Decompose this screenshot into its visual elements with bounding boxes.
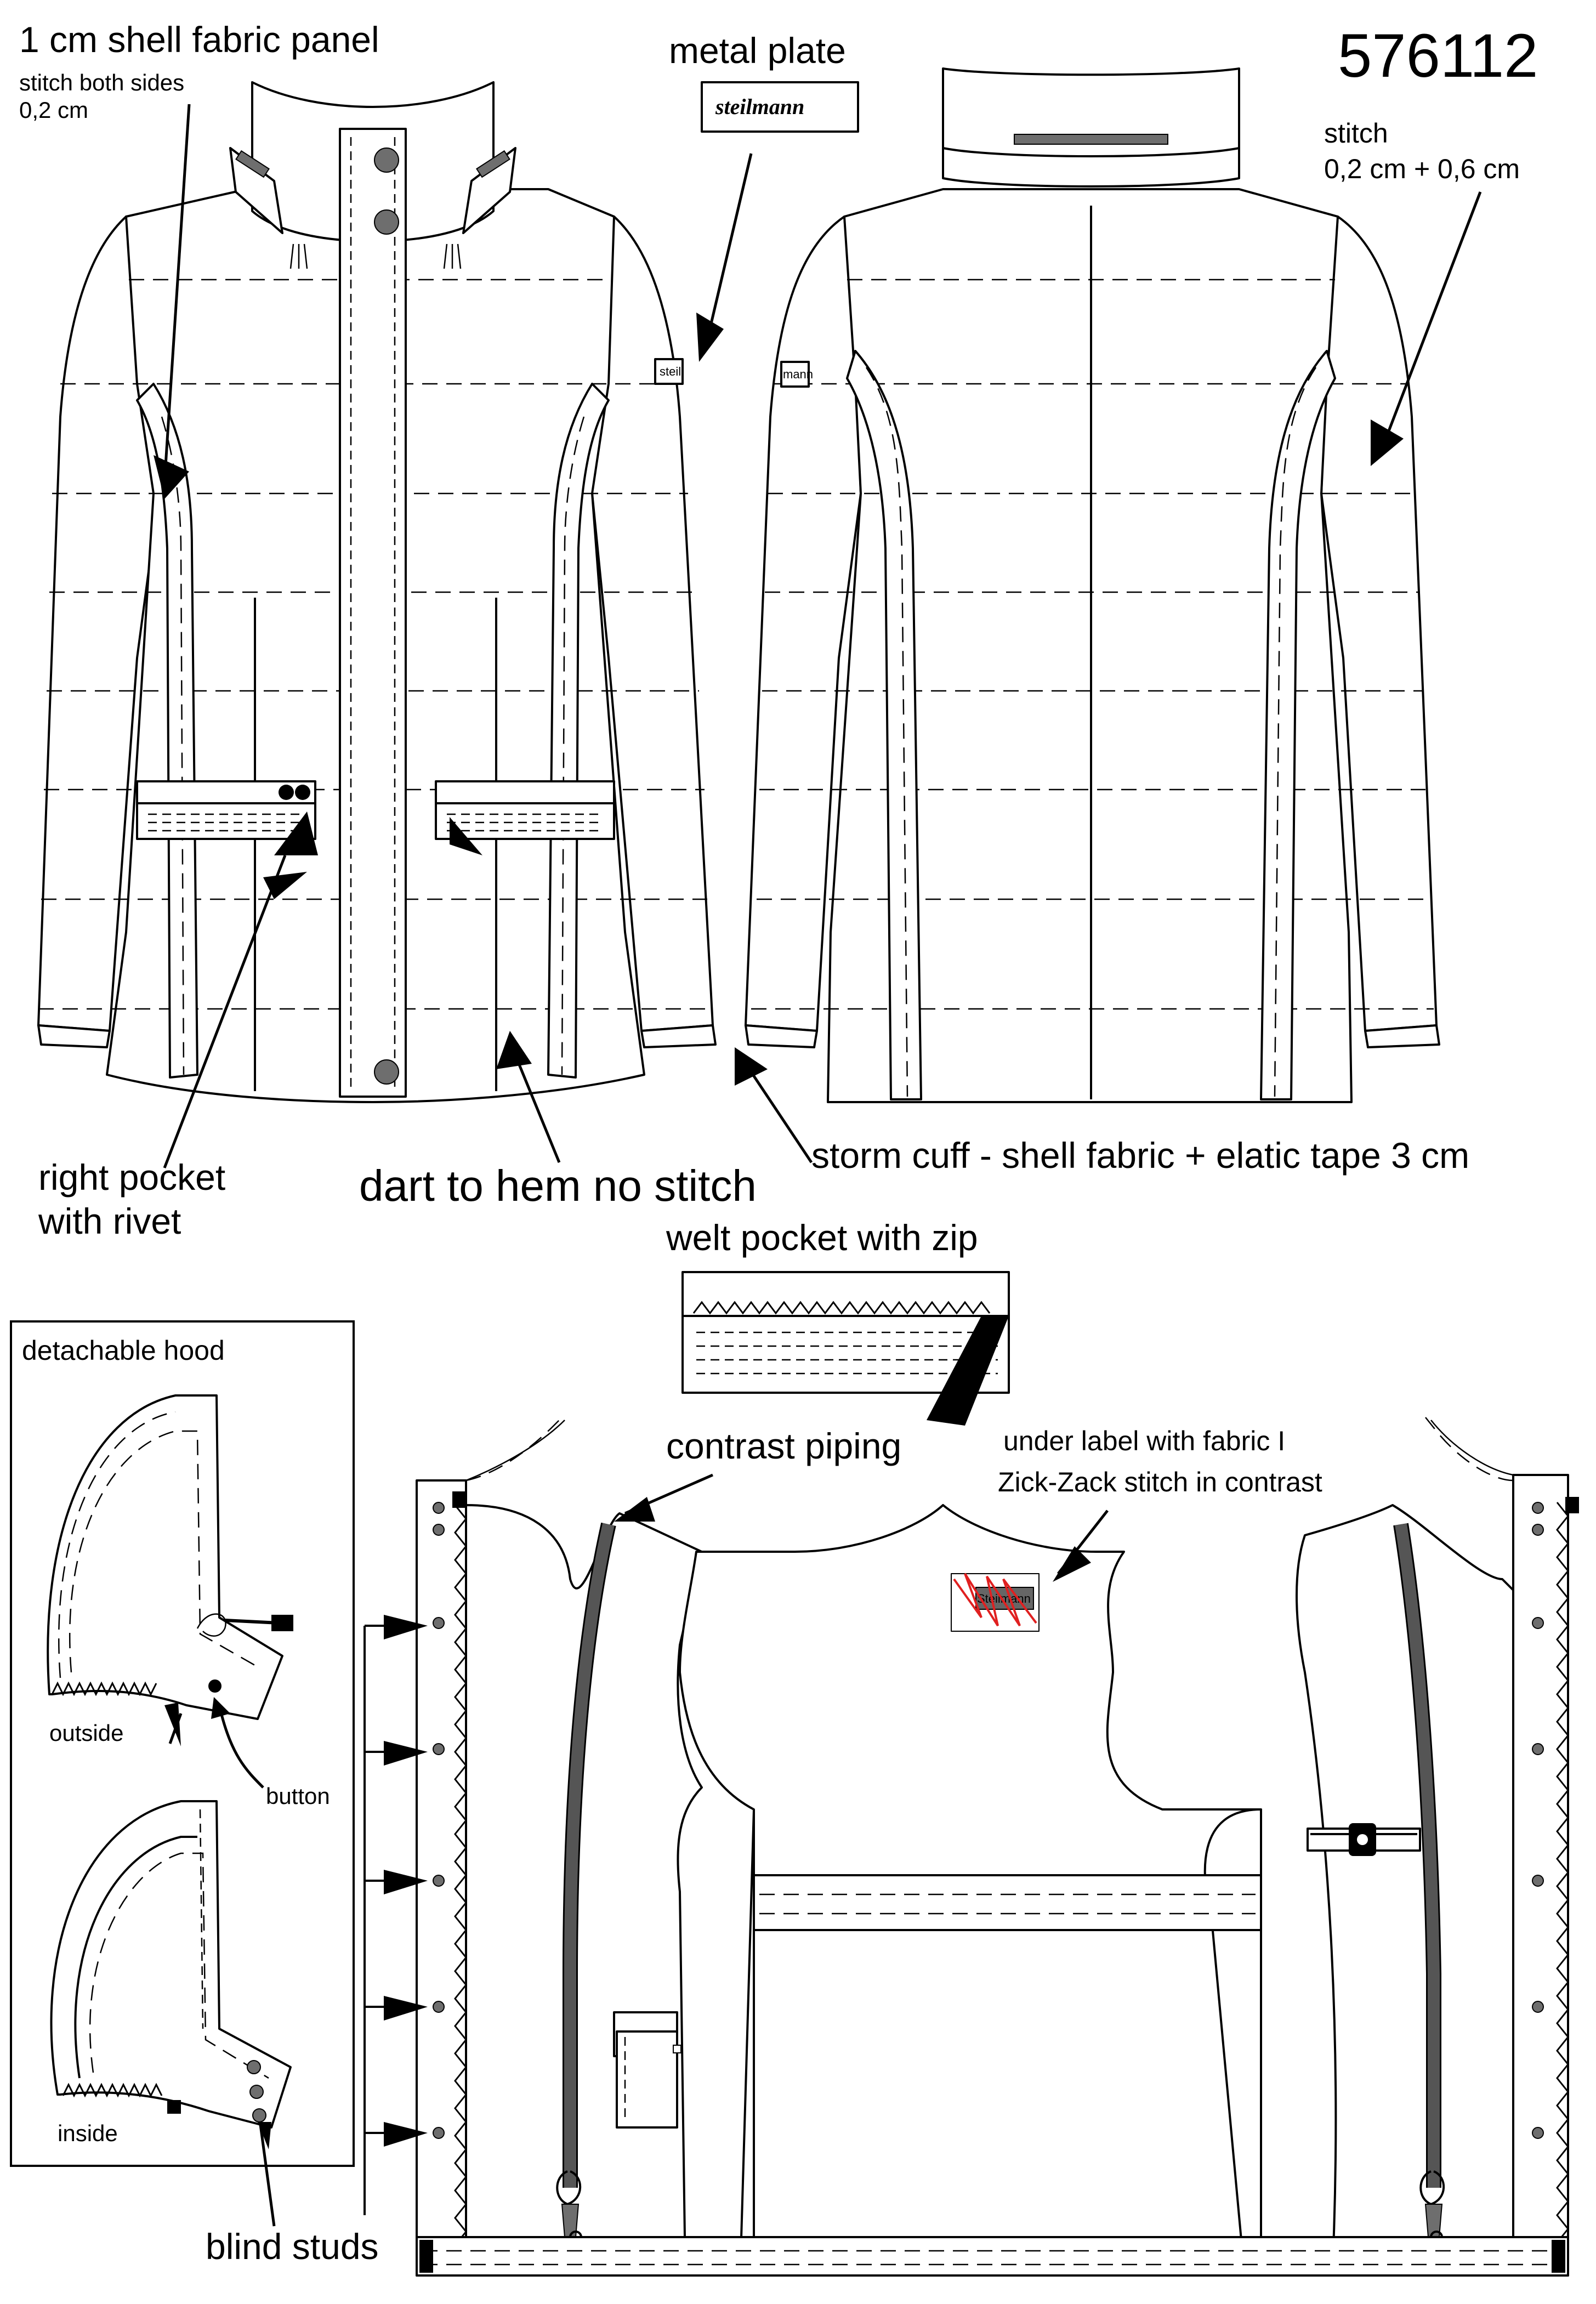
front-view: steil <box>37 81 717 1103</box>
label-dart: dart to hem no stitch <box>359 1161 757 1210</box>
back-sleeve-tab-text: mann <box>783 367 813 381</box>
metal-plate-text: steilmann <box>715 94 804 119</box>
hood-inside <box>50 1800 292 2129</box>
inside-back-band <box>753 1874 1262 1931</box>
annotation-arrows <box>154 104 1482 1168</box>
zickzack-stitch <box>953 1573 1037 1627</box>
collar-tape-right <box>476 150 510 178</box>
label-blind-studs: blind studs <box>206 2226 379 2267</box>
inside-welt-pocket-right <box>1307 1823 1421 1856</box>
style-number: 576112 <box>1338 21 1538 90</box>
back-collar <box>942 67 1240 188</box>
snap-button-2 <box>374 209 399 235</box>
front-left-cuff <box>37 1024 111 1048</box>
metal-plate: steilmann <box>701 81 859 133</box>
snap-button-hem <box>374 1059 399 1085</box>
label-metal-plate: metal plate <box>669 30 846 71</box>
label-under-label-1: under label with fabric I <box>1003 1426 1285 1456</box>
front-right-cuff <box>640 1024 717 1048</box>
back-left-panel <box>846 350 922 1100</box>
inside-right-lining <box>1296 1504 1514 2277</box>
back-body <box>827 188 1353 1103</box>
label-under-label-2: Zick-Zack stitch in contrast <box>998 1467 1322 1497</box>
sleeve-tab-text: steil <box>660 365 681 378</box>
label-shell-panel: 1 cm shell fabric panel <box>19 19 379 60</box>
label-stitch: stitch <box>1324 118 1388 149</box>
hood-outside <box>47 1394 293 1720</box>
label-stitch-width: 0,2 cm <box>19 97 88 123</box>
label-stitch-both-sides: stitch both sides <box>19 70 184 95</box>
label-right-pocket-2: with rivet <box>38 1201 181 1241</box>
pocket-rivet-2 <box>295 785 310 800</box>
hood-box <box>10 1320 355 2167</box>
inside-phone-pocket <box>613 2011 681 2129</box>
back-left-cuff <box>745 1024 818 1048</box>
back-sleeve-tab <box>780 361 810 388</box>
front-placket <box>339 128 407 1098</box>
label-welt-pocket: welt pocket with zip <box>666 1217 978 1258</box>
blind-studs-annotation <box>363 1615 428 2215</box>
front-right-pocket <box>435 780 615 840</box>
label-storm-cuff: storm cuff - shell fabric + elatic tape … <box>811 1135 1469 1176</box>
sleeve-metal-tab <box>654 358 684 385</box>
inside-hem-band <box>416 2236 1569 2277</box>
inside-view: Steilmann <box>416 1414 1579 2277</box>
back-view: mann <box>745 67 1440 1103</box>
label-inside: inside <box>58 2120 118 2146</box>
right-facing-zigzag <box>1556 1502 1569 2257</box>
front-left-pocket <box>136 780 316 840</box>
label-stitch-widths: 0,2 cm + 0,6 cm <box>1324 154 1520 184</box>
pocket-rivet-1 <box>279 785 294 800</box>
inside-right-facing <box>1512 1474 1569 2277</box>
label-detachable-hood: detachable hood <box>22 1335 225 1366</box>
snap-button-1 <box>374 147 399 173</box>
label-contrast-piping: contrast piping <box>666 1426 901 1466</box>
back-collar-tape <box>1014 134 1168 145</box>
back-right-cuff <box>1364 1024 1440 1048</box>
back-right-panel <box>1260 350 1336 1100</box>
welt-pocket-detail <box>681 1271 1010 1426</box>
collar-tape-left <box>235 150 270 178</box>
label-outside: outside <box>49 1720 123 1746</box>
inside-brand-label: Steilmann <box>951 1573 1040 1632</box>
label-button: button <box>266 1783 330 1809</box>
label-right-pocket-1: right pocket <box>38 1157 225 1198</box>
